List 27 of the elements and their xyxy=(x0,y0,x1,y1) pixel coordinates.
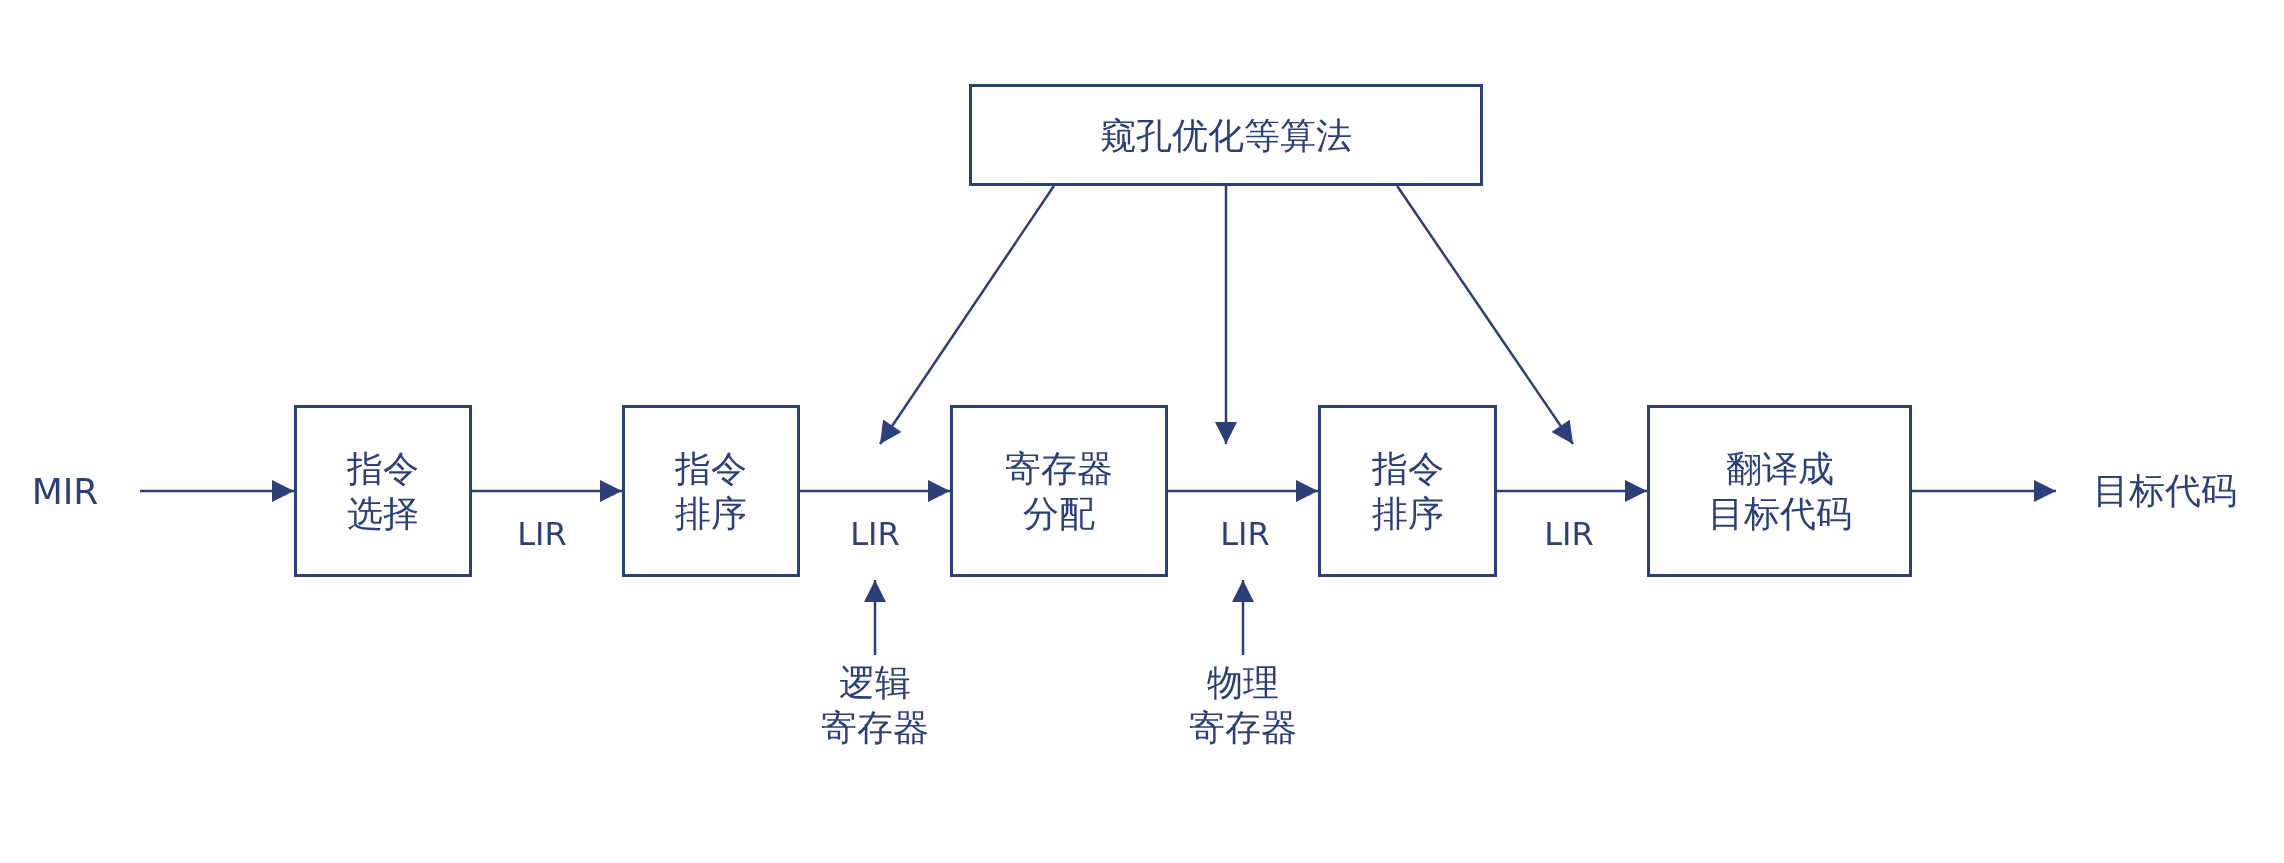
arrow xyxy=(1497,480,1647,502)
process-box xyxy=(950,405,1168,577)
arrow xyxy=(800,480,950,502)
arrow xyxy=(1215,186,1237,444)
process-box xyxy=(969,84,1483,186)
box-text: 寄存器分配 xyxy=(1005,447,1113,536)
arrow xyxy=(140,480,294,502)
node-text: 物理寄存器 xyxy=(1178,655,1308,755)
box-text: 窥孔优化等算法 xyxy=(1100,113,1352,158)
process-box xyxy=(1318,405,1497,577)
process-box xyxy=(1647,405,1912,577)
arrow xyxy=(472,480,622,502)
box-text: 指令选择 xyxy=(347,447,419,536)
box-text: 翻译成目标代码 xyxy=(1707,447,1852,536)
arrow xyxy=(864,580,886,655)
node-text: MIR xyxy=(20,466,110,516)
arrow xyxy=(1912,480,2056,502)
arrow xyxy=(1396,185,1575,445)
arrow xyxy=(878,185,1055,445)
arrow xyxy=(1232,580,1254,655)
node-text: 逻辑寄存器 xyxy=(810,655,940,755)
box-text: 指令排序 xyxy=(1371,447,1444,536)
process-box xyxy=(622,405,800,577)
arrow xyxy=(1168,480,1318,502)
box-text: 指令排序 xyxy=(675,447,747,536)
process-box xyxy=(294,405,472,577)
node-text: 目标代码 xyxy=(2070,462,2260,518)
